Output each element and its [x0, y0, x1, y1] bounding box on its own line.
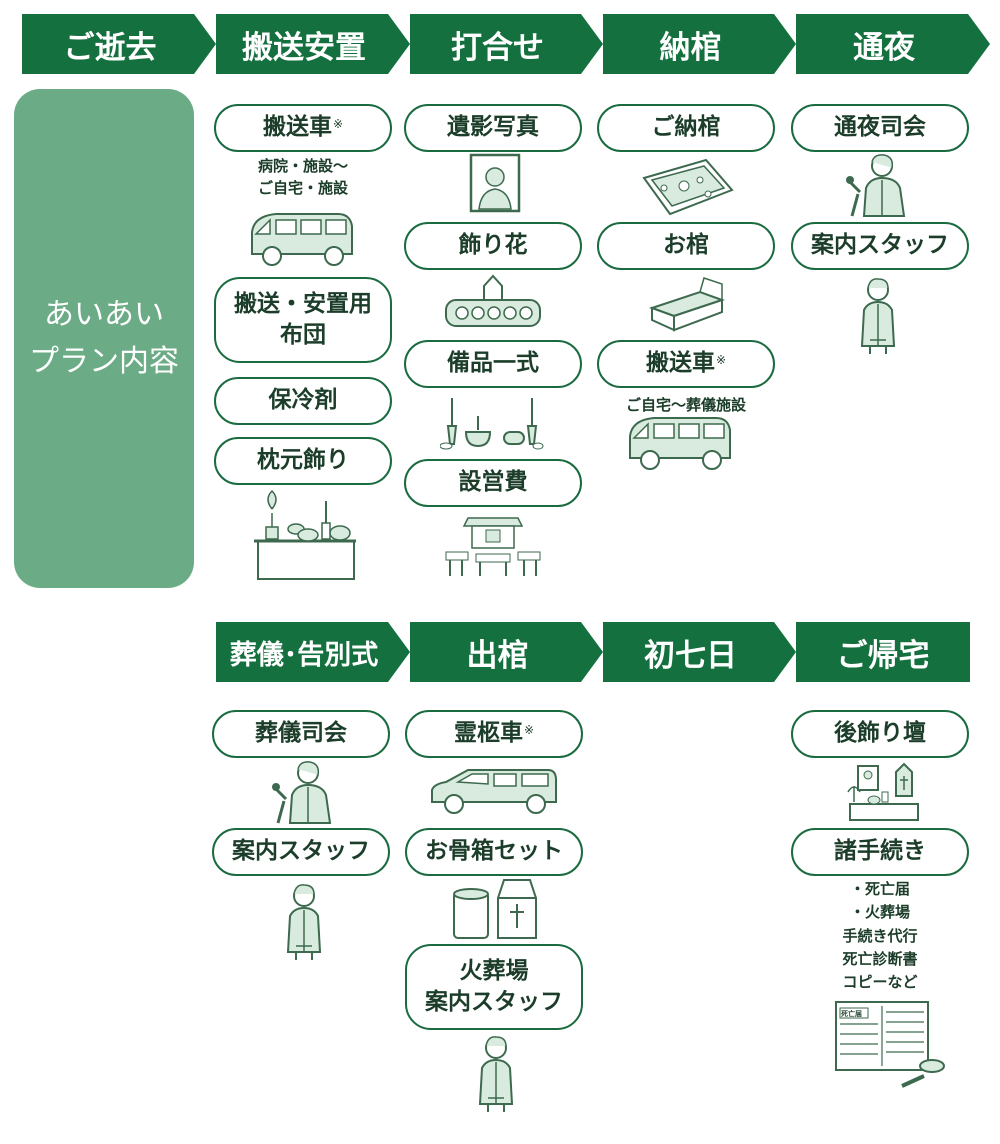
note-mark: ※ [715, 352, 727, 367]
plan-label-line2: プラン内容 [29, 343, 179, 379]
step-transport: 搬送安置 [216, 14, 410, 74]
item-label: 霊柩車 [453, 720, 523, 747]
item-casket: お棺 [597, 222, 775, 270]
item-futon: 搬送・安置用 布団 [214, 277, 392, 363]
step-deceased: ご逝去 [22, 14, 216, 74]
item-label: 案内スタッフ [425, 989, 563, 1015]
item-crematory-staff: 火葬場 案内スタッフ [405, 944, 583, 1030]
item-label: 火葬場 [459, 957, 529, 984]
item-cooling-agent: 保冷剤 [214, 377, 392, 425]
item-funeral-emcee: 葬儀司会 [212, 710, 390, 758]
staff-icon [284, 882, 324, 962]
plan-label: あいあい プラン内容 [14, 89, 194, 588]
step-encoffin: 納棺 [603, 14, 796, 74]
home-altar-icon [844, 762, 922, 822]
form-label: 死亡届 [841, 1010, 862, 1018]
transport-car-2-note: ご自宅～葬儀施設 [625, 396, 746, 414]
item-label: 搬送車 [645, 350, 715, 377]
step-wake: 通夜 [796, 14, 990, 74]
procedures-notes: ・死亡届 ・火葬場 手続き代行 死亡診断書 コピーなど [791, 878, 969, 994]
hearse-icon [428, 766, 560, 816]
speaker-icon [844, 152, 910, 218]
item-portrait-photo: 遺影写真 [404, 104, 582, 152]
transport-car-note: 病院・施設～ ご自宅・施設 [214, 156, 392, 200]
item-hearse: 霊柩車※ [405, 710, 583, 758]
item-transport-car-2: 搬送車※ [597, 340, 775, 388]
van-icon [246, 208, 358, 270]
item-guide-staff-2: 案内スタッフ [212, 828, 390, 876]
photo-frame-icon [469, 153, 521, 213]
staff-icon [858, 276, 898, 356]
item-equipment-set: 備品一式 [404, 340, 582, 388]
item-encoffin: ご納棺 [597, 104, 775, 152]
note-line: ・火葬場 [849, 903, 910, 922]
note-line: コピーなど [842, 973, 918, 991]
step-seventh-day: 初七日 [603, 622, 796, 682]
item-guide-staff-1: 案内スタッフ [791, 222, 969, 270]
step-return-home: ご帰宅 [796, 622, 970, 682]
urn-box-icon [452, 876, 538, 942]
item-label: 搬送・安置用 [234, 290, 372, 317]
note-line: 病院・施設～ [257, 157, 348, 175]
candle-set-icon [440, 394, 544, 450]
item-decorative-flowers: 飾り花 [404, 222, 582, 270]
flower-altar-icon [444, 274, 542, 330]
casket-icon [648, 272, 726, 332]
item-setup-fee: 設営費 [404, 459, 582, 507]
speaker-icon [270, 758, 336, 826]
step-funeral: 葬儀･告別式 [216, 622, 410, 682]
altar-table-icon [252, 487, 358, 582]
item-after-altar: 後飾り壇 [791, 710, 969, 758]
note-line: ・死亡届 [849, 880, 910, 898]
staff-icon [476, 1034, 516, 1114]
coffin-icon [640, 156, 736, 218]
item-label: 搬送車 [262, 114, 332, 141]
step-departure: 出棺 [410, 622, 603, 682]
note-line: ご自宅・施設 [257, 178, 348, 197]
plan-label-line1: あいあい [44, 297, 164, 332]
note-line: 手続き代行 [842, 926, 918, 945]
item-pillow-altar: 枕元飾り [214, 437, 392, 485]
note-mark: ※ [332, 116, 344, 131]
van-icon [624, 412, 736, 474]
item-transport-car: 搬送車※ [214, 104, 392, 152]
item-procedures: 諸手続き [791, 828, 969, 876]
document-icon: 死亡届 [832, 998, 948, 1090]
note-mark: ※ [523, 722, 535, 737]
item-label: 布団 [280, 322, 326, 348]
note-line: 死亡診断書 [842, 949, 918, 968]
item-urn-box-set: お骨箱セット [405, 828, 583, 876]
item-wake-emcee: 通夜司会 [791, 104, 969, 152]
step-meeting: 打合せ [410, 14, 603, 74]
hall-icon [440, 512, 546, 578]
